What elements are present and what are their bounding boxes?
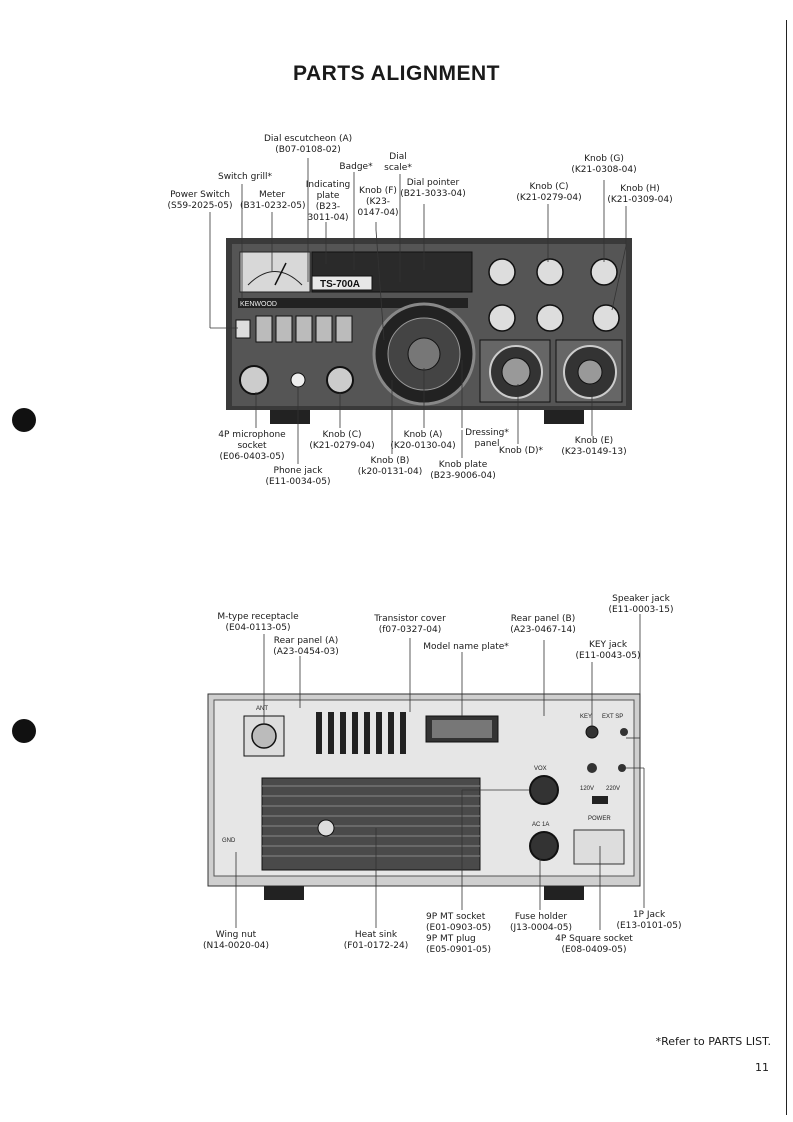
page-edge-line <box>786 20 787 1115</box>
label-knob-a: Knob (A)(K20-0130-04) <box>390 430 456 451</box>
label-model-plate: Model name plate* <box>423 642 509 652</box>
label-9p-socket-plug: 9P MT socket(E01-0903-05) 9P MT plug(E05… <box>426 912 492 955</box>
label-4p-square: 4P Square socket(E08-0409-05) <box>555 934 633 955</box>
rear-panel-illustration <box>207 693 641 900</box>
rear-leader-lines <box>235 614 645 930</box>
svg-text:GND: GND <box>222 838 236 844</box>
front-leader-lines <box>209 158 627 464</box>
label-knob-e: Knob (E)(K23-0149-13) <box>561 436 627 457</box>
label-power-switch: Power Switch(S59-2025-05) <box>167 190 233 211</box>
binder-hole-top <box>12 408 36 432</box>
label-transistor-cover: Transistor cover(f07-0327-04) <box>374 614 446 635</box>
label-rear-panel-a: Rear panel (A)(A23-0454-03) <box>273 636 339 657</box>
label-dressing-panel: Dressing* panel <box>465 428 509 449</box>
label-dial-pointer: Dial pointer(B21-3033-04) <box>400 178 466 199</box>
front-panel-illustration: TS-700A KENWOOD <box>226 238 632 424</box>
label-rear-panel-b: Rear panel (B)(A23-0467-14) <box>510 614 576 635</box>
label-phone-jack: Phone jack(E11-0034-05) <box>265 466 331 487</box>
label-indicating-plate: Indicating plate(B23-3011-04) <box>305 180 351 223</box>
label-knob-plate: Knob plate(B23-9006-04) <box>430 460 496 481</box>
footnote: *Refer to PARTS LIST. <box>655 1035 771 1048</box>
binder-hole-bottom <box>12 719 36 743</box>
model-badge-box <box>311 275 373 291</box>
label-wing-nut: Wing nut(N14-0020-04) <box>202 930 270 951</box>
label-knob-g: Knob (G)(K21-0308-04) <box>571 154 637 175</box>
label-heat-sink: Heat sink(F01-0172-24) <box>343 930 409 951</box>
label-fuse-holder: Fuse holder(J13-0004-05) <box>510 912 572 933</box>
label-switch-grill: Switch grill* <box>217 172 273 182</box>
label-knob-d: Knob (D)* <box>498 446 544 456</box>
brand-text: KENWOOD <box>240 301 277 308</box>
page-number: 11 <box>755 1061 769 1074</box>
label-mic-socket: 4P microphone socket(E06-0403-05) <box>218 430 286 462</box>
svg-text:KEY: KEY <box>580 714 592 720</box>
page-title: PARTS ALIGNMENT <box>293 62 500 85</box>
label-knob-c-top: Knob (C)(K21-0279-04) <box>516 182 582 203</box>
svg-text:120V: 120V <box>580 786 594 792</box>
label-badge: Badge* <box>339 162 373 172</box>
svg-text:EXT SP: EXT SP <box>602 714 623 720</box>
label-meter: Meter(B31-0232-05) <box>240 190 306 211</box>
svg-text:ANT: ANT <box>256 706 268 712</box>
svg-text:POWER: POWER <box>588 816 611 822</box>
label-key-jack: KEY jack(E11-0043-05) <box>575 640 641 661</box>
label-dial-escutcheon: Dial escutcheon (A)(B07-0108-02) <box>264 134 353 155</box>
label-knob-b: Knob (B)(k20-0131-04) <box>357 456 423 477</box>
rear-panel-texts: ANT KEY EXT SP VOX AC 1A 120V 220V POWER… <box>222 706 623 844</box>
label-1p-jack: 1P Jack(E13-0101-05) <box>616 910 682 931</box>
model-badge-text: TS-700A <box>320 279 360 290</box>
label-knob-c-bottom: Knob (C)(K21-0279-04) <box>309 430 375 451</box>
svg-text:VOX: VOX <box>534 766 547 772</box>
label-speaker-jack: Speaker jack(E11-0003-15) <box>608 594 674 615</box>
svg-text:AC 1A: AC 1A <box>532 822 549 828</box>
label-knob-h: Knob (H)(K21-0309-04) <box>607 184 673 205</box>
label-m-receptacle: M-type receptacle(E04-0113-05) <box>217 612 299 633</box>
label-knob-f: Knob (F)(K23-0147-04) <box>357 186 399 218</box>
svg-text:220V: 220V <box>606 786 620 792</box>
